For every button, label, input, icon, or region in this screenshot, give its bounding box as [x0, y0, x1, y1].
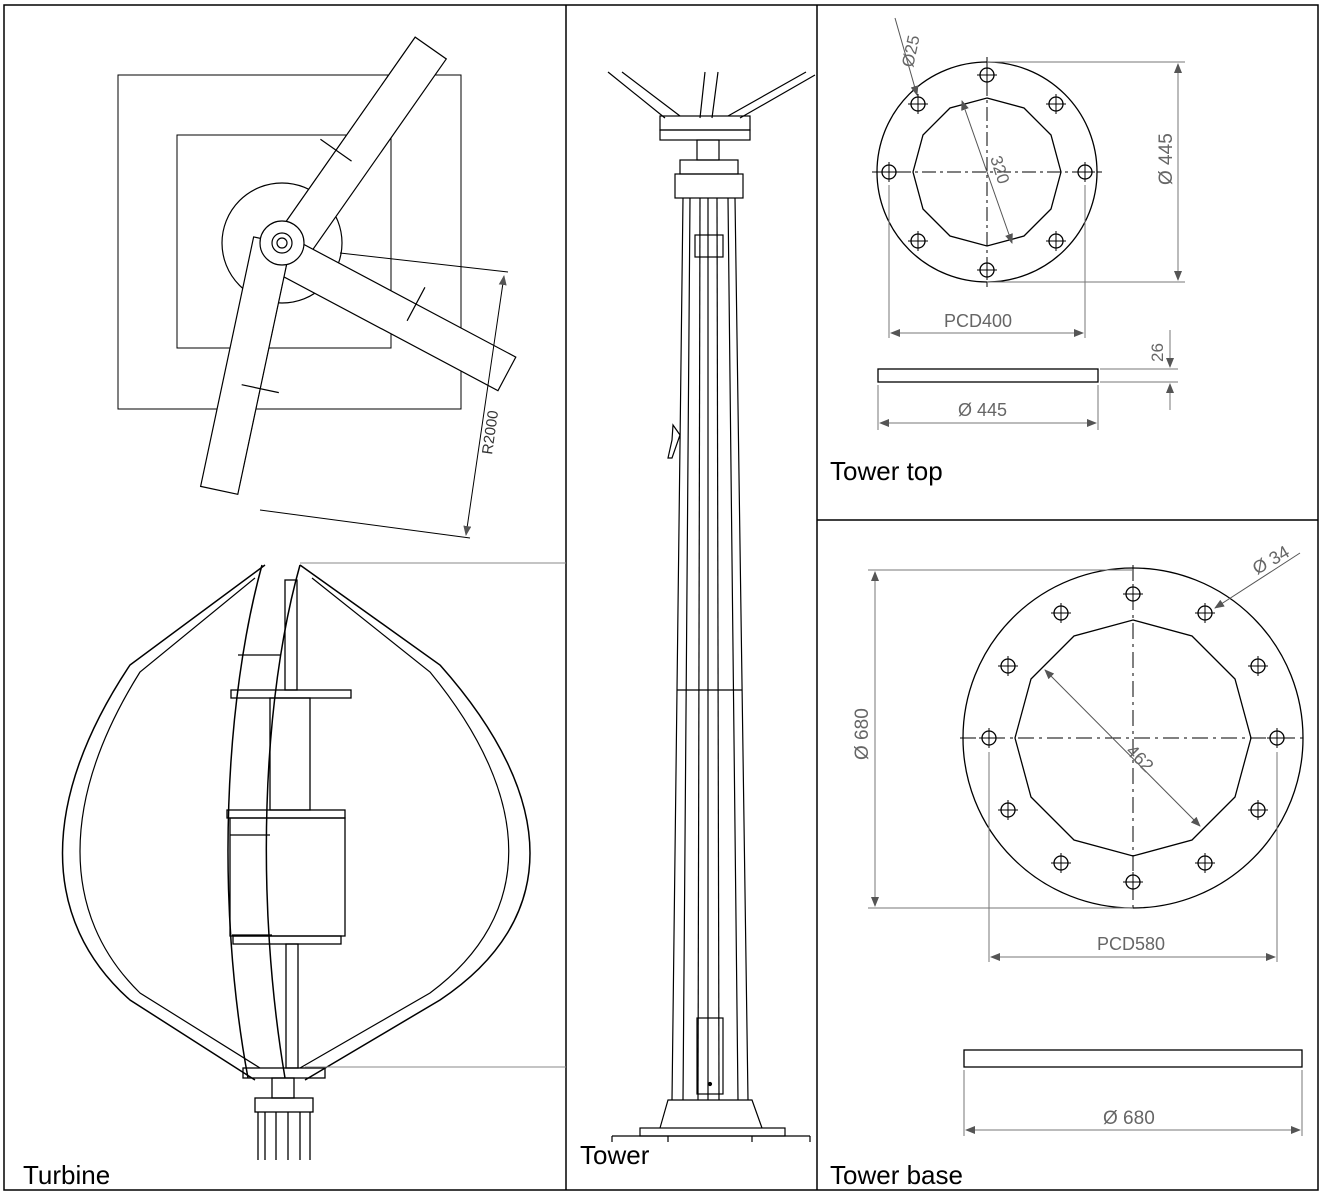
tower-top-dimensions — [877, 61, 1185, 430]
tower-base-pcd-dim: PCD580 — [1097, 934, 1165, 954]
tower-base-label: Tower base — [830, 1160, 963, 1190]
turbine-side-view — [61, 562, 566, 1160]
tower-drawing — [607, 71, 816, 1142]
tower-top-label: Tower top — [830, 456, 943, 486]
tower-label: Tower — [580, 1140, 650, 1170]
tower-base-flange — [960, 552, 1305, 910]
tower-base-dimensions — [868, 569, 1303, 1136]
tower-base-width-dim: Ø 680 — [1103, 1108, 1155, 1129]
tower-top-width-dim: Ø 445 — [958, 400, 1007, 420]
turbine-label: Turbine — [23, 1160, 111, 1190]
tower-top-pcd-dim: PCD400 — [944, 311, 1012, 331]
tower-top-hole-dim: Ø25 — [898, 33, 923, 68]
table-grid — [3, 4, 1319, 1191]
tower-top-outer-dim: Ø 445 — [1156, 133, 1177, 185]
turbine-top-view — [117, 36, 517, 539]
tower-base-hole-dim: Ø 34 — [1249, 542, 1293, 579]
tower-base-outer-dim: Ø 680 — [852, 708, 873, 760]
turbine-radius-label: R2000 — [479, 409, 502, 455]
tower-base-inner-dim: 462 — [1122, 741, 1157, 776]
tower-top-thickness-dim: 26 — [1148, 343, 1167, 362]
